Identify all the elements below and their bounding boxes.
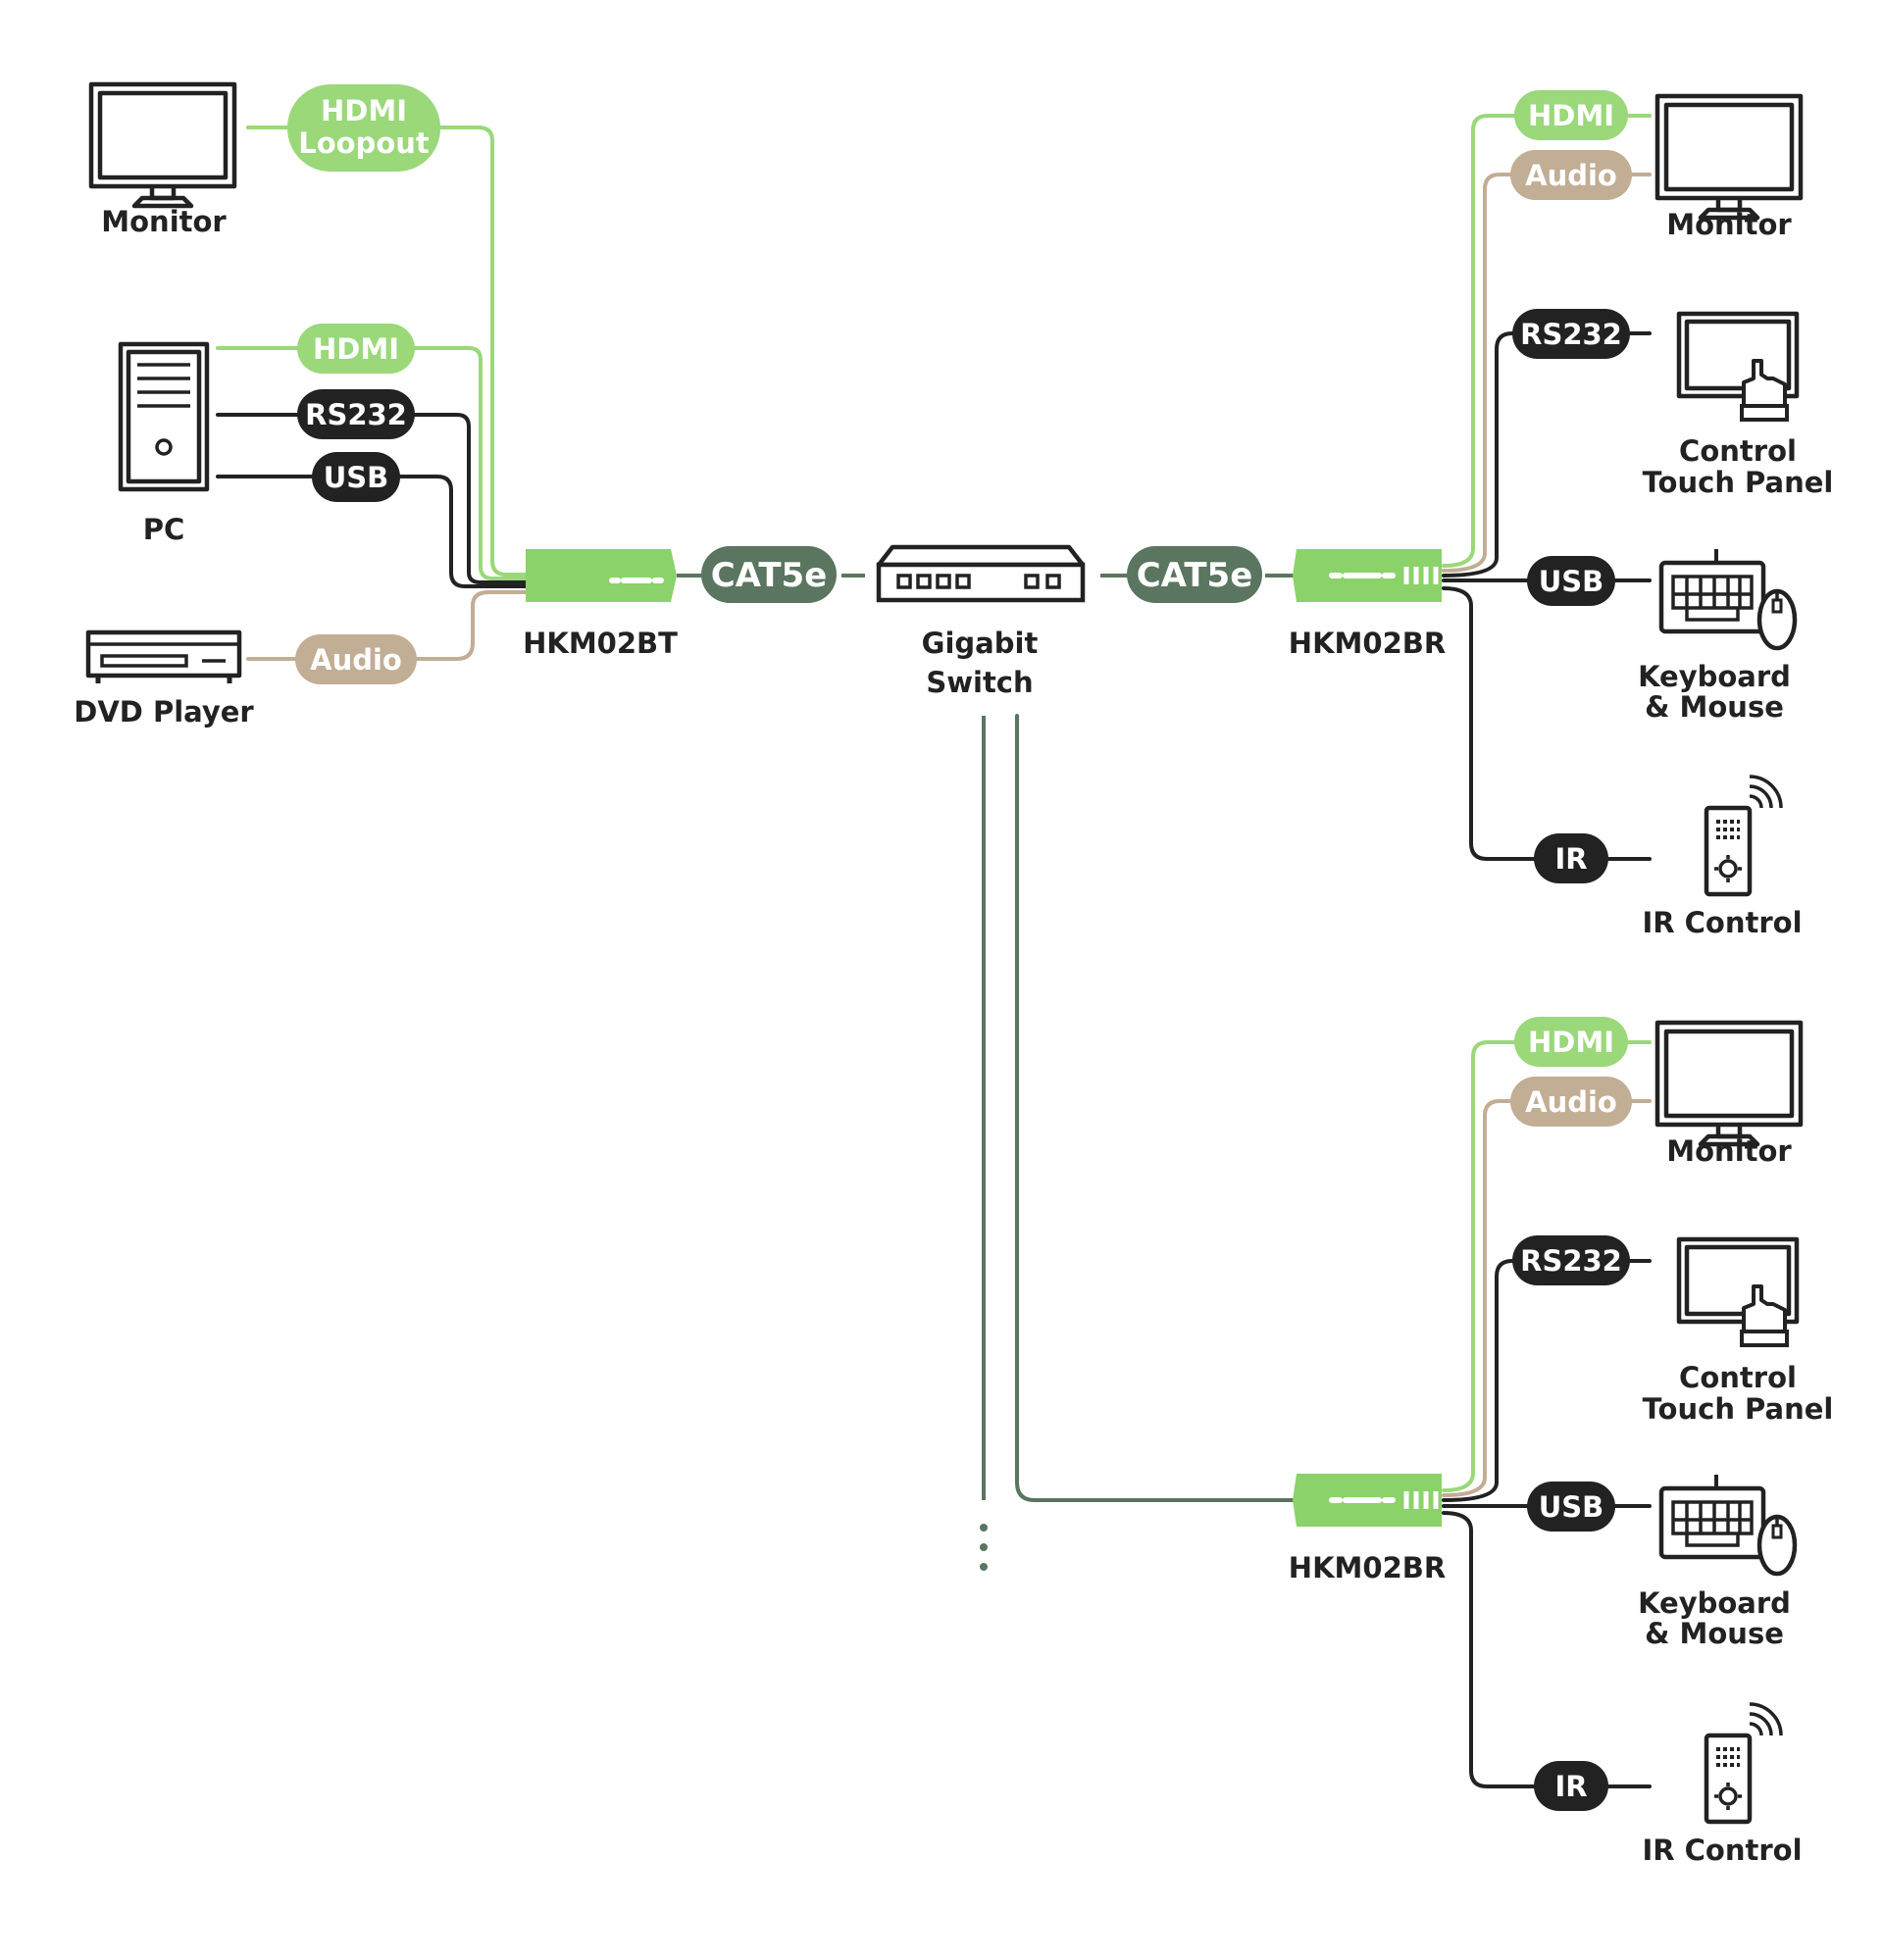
network-switch-icon bbox=[876, 544, 1086, 603]
r2-kbd-label-line1: Keyboard bbox=[1638, 1586, 1791, 1620]
r1-pill-usb-label: USB bbox=[1539, 565, 1604, 598]
r1-pill-usb: USB bbox=[1527, 556, 1615, 606]
monitor-icon bbox=[91, 84, 234, 206]
pill-hdmi-pc: HDMI bbox=[297, 324, 415, 374]
r1-pill-ir: IR bbox=[1534, 833, 1608, 883]
r2-pill-hdmi-label: HDMI bbox=[1528, 1026, 1614, 1059]
r2-pill-hdmi: HDMI bbox=[1514, 1017, 1628, 1067]
r2-pill-ir-label: IR bbox=[1554, 1770, 1587, 1803]
r1-monitor-label: Monitor bbox=[1666, 208, 1792, 241]
pill-hdmi-pc-label: HDMI bbox=[313, 332, 399, 366]
r2-touch-label-line1: Control bbox=[1679, 1361, 1797, 1394]
r1-touch-label-line1: Control bbox=[1679, 434, 1797, 468]
left-monitor: Monitor bbox=[91, 84, 234, 238]
transmitter-label: HKM02BT bbox=[523, 627, 678, 660]
receiver-1: HKM02BR HDMI Audio RS232 USB IR Monitor … bbox=[1289, 90, 1834, 939]
pill-cat5e-right: CAT5e bbox=[1127, 546, 1262, 603]
pill-hdmi-loopout-line1: HDMI bbox=[321, 94, 407, 127]
receiver-1-box bbox=[1293, 549, 1442, 602]
r2-monitor-label: Monitor bbox=[1666, 1134, 1792, 1168]
pill-audio-dvd-label: Audio bbox=[310, 643, 402, 677]
receiver-1-label: HKM02BR bbox=[1289, 627, 1446, 660]
r1-touch-label-line2: Touch Panel bbox=[1643, 466, 1834, 499]
pill-rs232-pc: RS232 bbox=[297, 389, 415, 439]
receiver-1-wires bbox=[1442, 114, 1652, 861]
r2-pill-usb-label: USB bbox=[1539, 1490, 1604, 1524]
dvd-player-label: DVD Player bbox=[74, 695, 254, 729]
pill-audio-dvd: Audio bbox=[295, 634, 417, 684]
r1-ir-control-label: IR Control bbox=[1642, 906, 1802, 939]
receiver-2: HKM02BR HDMI Audio RS232 USB IR Monitor … bbox=[1289, 1017, 1834, 1867]
r2-pill-rs232: RS232 bbox=[1512, 1235, 1630, 1285]
pill-cat5e-left-label: CAT5e bbox=[711, 556, 828, 595]
gigabit-switch: Gigabit Switch bbox=[876, 544, 1086, 699]
r2-touch-panel-icon bbox=[1679, 1239, 1797, 1345]
r2-keyboard-mouse-icon bbox=[1661, 1475, 1795, 1574]
r2-pill-rs232-label: RS232 bbox=[1520, 1244, 1622, 1278]
r1-keyboard-mouse-icon bbox=[1661, 549, 1795, 648]
r2-ir-control-label: IR Control bbox=[1642, 1834, 1802, 1867]
pill-rs232-pc-label: RS232 bbox=[305, 398, 407, 431]
dvd-player-icon bbox=[85, 629, 242, 683]
r1-touch-panel-icon bbox=[1679, 314, 1797, 420]
pill-hdmi-loopout: HDMI Loopout bbox=[287, 84, 440, 172]
r1-monitor-icon bbox=[1657, 96, 1801, 218]
pc-tower-icon bbox=[118, 341, 210, 492]
r1-kbd-label-line1: Keyboard bbox=[1638, 660, 1791, 693]
monitor-label: Monitor bbox=[101, 205, 227, 238]
pill-hdmi-loopout-line2: Loopout bbox=[298, 126, 430, 160]
r1-pill-hdmi-label: HDMI bbox=[1528, 99, 1614, 132]
r2-touch-label-line2: Touch Panel bbox=[1643, 1392, 1834, 1426]
switch-label-line2: Switch bbox=[926, 666, 1033, 699]
trunk-wires bbox=[677, 574, 1297, 1571]
transmitter-hkm02bt: HKM02BT bbox=[523, 549, 678, 660]
receiver-2-box bbox=[1293, 1474, 1442, 1527]
r2-pill-ir: IR bbox=[1534, 1761, 1608, 1811]
r2-kbd-label-line2: & Mouse bbox=[1645, 1617, 1784, 1650]
receiver-2-label: HKM02BR bbox=[1289, 1551, 1446, 1584]
r1-pill-rs232-label: RS232 bbox=[1520, 318, 1622, 351]
r1-pill-ir-label: IR bbox=[1554, 842, 1587, 876]
r2-pill-audio: Audio bbox=[1510, 1077, 1632, 1127]
pill-usb-pc-label: USB bbox=[324, 461, 389, 494]
switch-label-line1: Gigabit bbox=[922, 627, 1039, 660]
r2-remote-icon bbox=[1706, 1704, 1781, 1822]
receiver-2-wires bbox=[1442, 1040, 1652, 1788]
r1-pill-audio: Audio bbox=[1510, 150, 1632, 200]
pill-usb-pc: USB bbox=[312, 452, 400, 502]
r2-monitor-icon bbox=[1657, 1023, 1801, 1144]
r2-pill-usb: USB bbox=[1527, 1482, 1615, 1532]
r1-pill-audio-label: Audio bbox=[1525, 159, 1617, 192]
left-pc: PC bbox=[118, 341, 210, 546]
left-dvd: DVD Player bbox=[74, 629, 254, 729]
left-wires bbox=[216, 126, 530, 661]
pill-cat5e-left: CAT5e bbox=[701, 546, 837, 603]
pill-cat5e-right-label: CAT5e bbox=[1137, 556, 1253, 595]
r2-pill-audio-label: Audio bbox=[1525, 1085, 1617, 1119]
pc-label: PC bbox=[143, 513, 185, 546]
r1-kbd-label-line2: & Mouse bbox=[1645, 690, 1784, 724]
r1-pill-hdmi: HDMI bbox=[1514, 90, 1628, 140]
r1-remote-icon bbox=[1706, 777, 1781, 894]
r1-pill-rs232: RS232 bbox=[1512, 309, 1630, 359]
